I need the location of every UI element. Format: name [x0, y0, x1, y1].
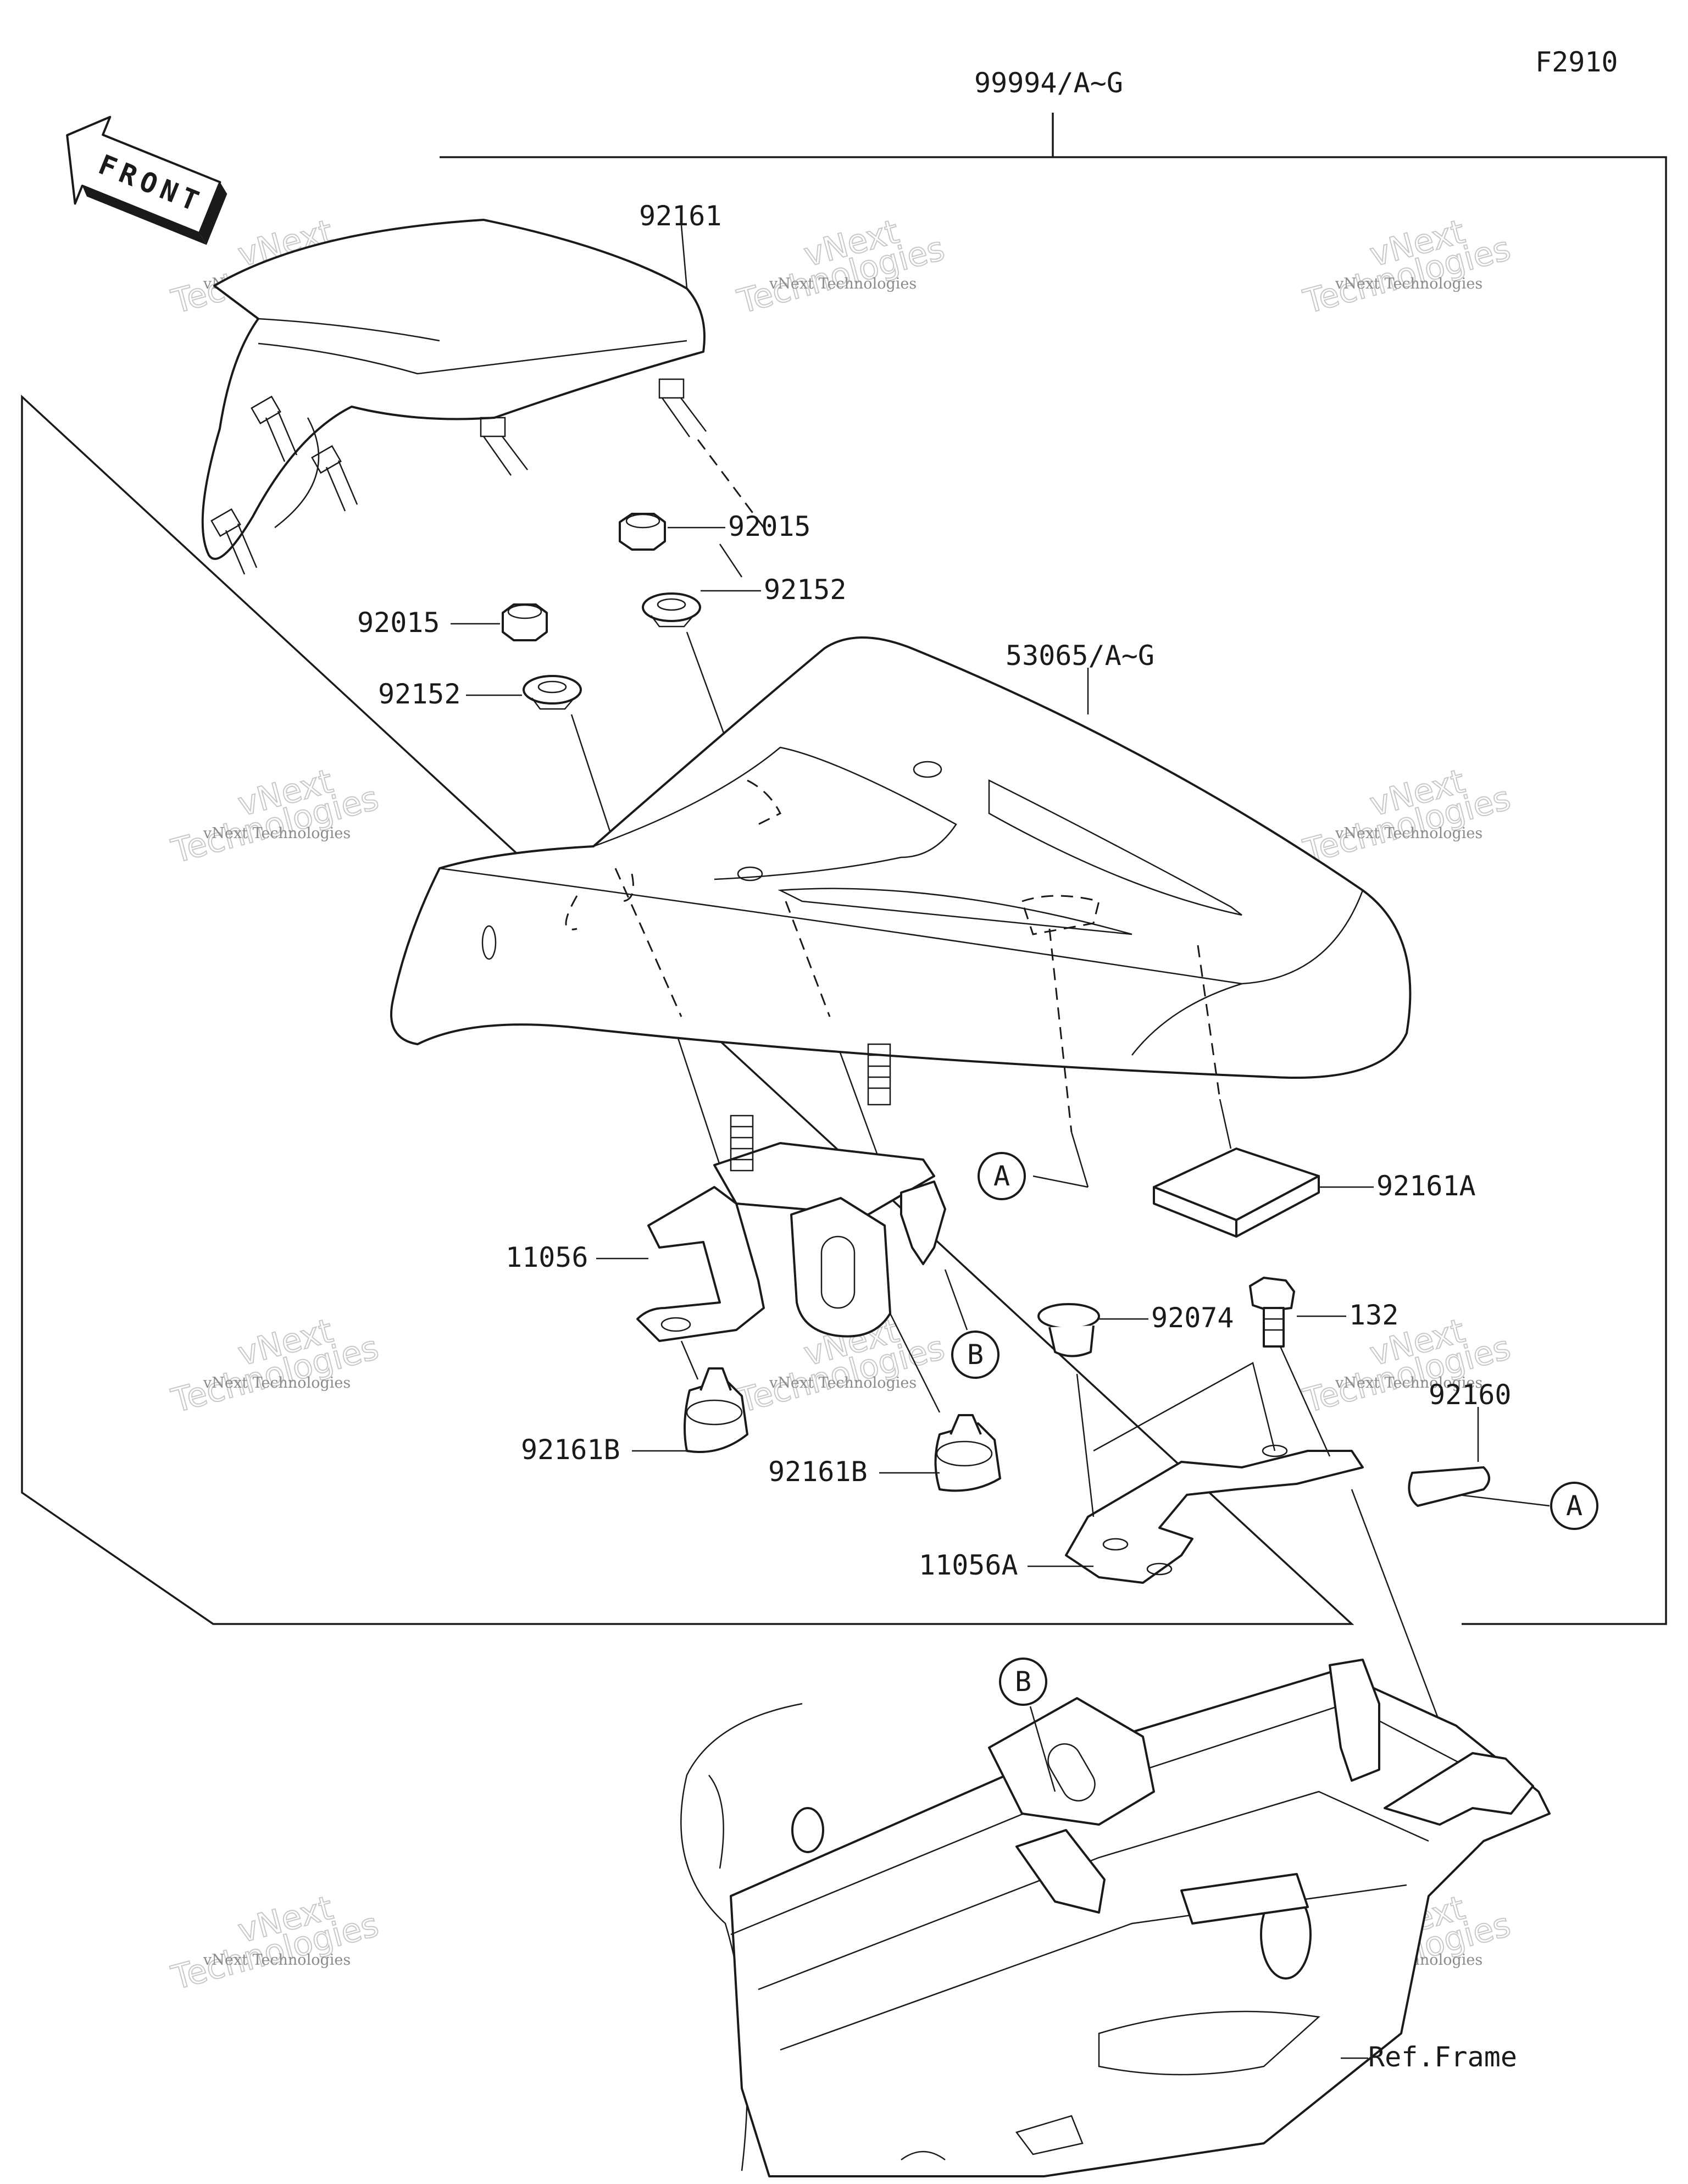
part-label-nut-left: 92015 — [357, 607, 440, 639]
damper-left-part — [684, 1367, 748, 1453]
callout-b2-label: B — [1015, 1666, 1031, 1698]
bracket-a-frame-leader — [1093, 1362, 1276, 1452]
part-label-cover: 92161 — [639, 200, 722, 232]
watermark-line2: vNext Technologies — [769, 1374, 917, 1392]
washer-upper-part — [642, 592, 701, 628]
washer-left-part — [523, 675, 582, 710]
watermark-line2: vNext Technologies — [203, 1374, 351, 1392]
bolt-part — [1249, 1277, 1295, 1348]
part-label-washer-upper: 92152 — [764, 574, 847, 606]
callout-a1-leader — [1032, 1175, 1089, 1188]
watermark-line2: vNext Technologies — [769, 275, 917, 292]
nut-upper-part — [619, 513, 666, 551]
part-label-seat-cover: 53065/A~G — [1006, 640, 1154, 672]
callout-b2-leader — [1029, 1706, 1056, 1792]
part-label-bolt: 132 — [1349, 1299, 1398, 1331]
callout-a2: A — [1550, 1482, 1598, 1530]
washer-upper-link — [719, 544, 743, 578]
seat-axis-3 — [1048, 928, 1073, 1133]
watermark-line2: vNext Technologies — [1335, 275, 1482, 292]
part-label-damper-left: 92161B — [521, 1434, 620, 1466]
grommet-axis — [1076, 1373, 1095, 1517]
figure-code: F2910 — [1535, 46, 1618, 78]
callout-a1-label: A — [993, 1160, 1010, 1192]
nut-left-part — [502, 603, 548, 641]
callout-a2-leader — [1458, 1494, 1550, 1507]
front-arrow-icon: FRONT — [66, 115, 227, 245]
part-label-grommet: 92074 — [1151, 1302, 1234, 1334]
callout-b2: B — [999, 1658, 1047, 1706]
watermark-line2: vNext Technologies — [1335, 825, 1482, 842]
callout-a1-link — [1070, 1132, 1089, 1188]
pad-part — [1153, 1148, 1320, 1238]
pad-axis — [1219, 1099, 1232, 1149]
callout-a1: A — [978, 1152, 1026, 1200]
damper-right-axis — [889, 1313, 941, 1413]
part-label-sticker: 92160 — [1429, 1379, 1512, 1411]
damper-right-part — [934, 1414, 1001, 1492]
callout-b1-label: B — [967, 1339, 984, 1371]
part-label-damper-right: 92161B — [768, 1456, 868, 1488]
bolt-axis — [1279, 1346, 1331, 1457]
bracket-part — [636, 1043, 946, 1342]
part-label-bracket: 11056 — [506, 1241, 588, 1273]
seat-axis-1 — [614, 868, 682, 1017]
watermark-line2: vNext Technologies — [1335, 1374, 1482, 1392]
part-label-kit: 99994/A~G — [974, 67, 1123, 99]
seat-axis-2 — [785, 901, 831, 1017]
watermark-line2: vNext Technologies — [203, 825, 351, 842]
callout-b1: B — [951, 1331, 1000, 1379]
sticker-part — [1408, 1466, 1490, 1507]
part-label-pad: 92161A — [1376, 1170, 1476, 1202]
part-label-bracket-a: 11056A — [919, 1549, 1018, 1581]
bracket-a-part — [1065, 1444, 1364, 1584]
watermark-line2: vNext Technologies — [203, 1952, 351, 1969]
part-label-washer-left: 92152 — [378, 678, 461, 710]
callout-b1-leader — [944, 1269, 968, 1331]
cover-leader — [680, 225, 688, 289]
seat-axis-4 — [1197, 945, 1221, 1100]
grommet-part — [1037, 1303, 1100, 1357]
seat-cover-part — [390, 636, 1412, 1079]
part-label-frame: Ref.Frame — [1368, 2041, 1517, 2073]
frame-part — [680, 1659, 1551, 2177]
callout-a2-label: A — [1566, 1490, 1582, 1522]
damper-left-axis — [680, 1340, 699, 1380]
cover-part — [201, 219, 707, 575]
part-label-nut-upper: 92015 — [728, 511, 811, 542]
